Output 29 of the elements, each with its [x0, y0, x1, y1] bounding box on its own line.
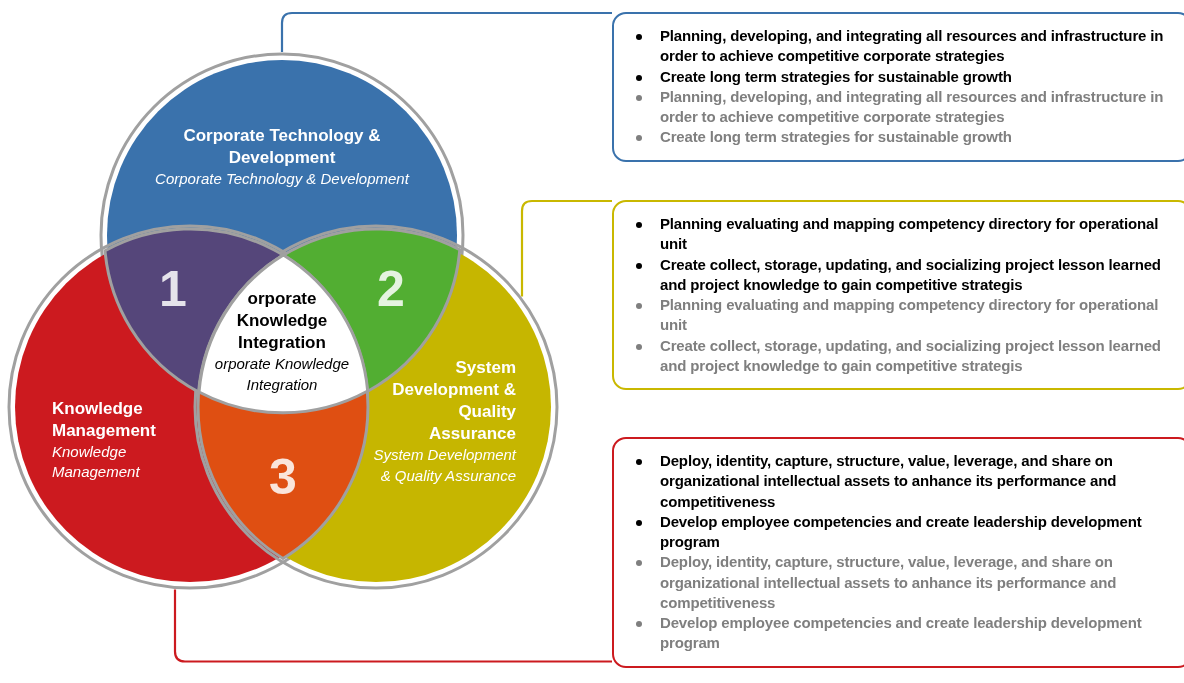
bullet-item: Create collect, storage, updating, and socializing project lesson learned and project knowledge to gain competitive strategis	[614, 254, 1180, 295]
region-title: Knowledge Management	[52, 398, 157, 443]
bullet-item: Develop employee competencies and create leadership development program	[614, 511, 1180, 553]
region-subtitle: Corporate Technology & Development	[154, 169, 411, 190]
bullet-item: Deploy, identity, capture, structure, value, leverage, and share on organizational intellectual assets to anhance its performance and competitiveness	[614, 451, 1180, 512]
bullet-item: Planning, developing, and integrating all resources and infrastructure in order to achieve competitive corporate strategies	[614, 86, 1180, 128]
region-title: Corporate Technology & Development	[182, 125, 382, 170]
region-number: 3	[268, 452, 298, 502]
connector-line	[520, 199, 612, 297]
region-number: 2	[376, 264, 406, 314]
region-subtitle: Knowledge Management	[52, 442, 141, 483]
bullet-item: Create long term strategies for sustainable growth	[614, 127, 1180, 148]
bullet-item: Deploy, identity, capture, structure, value, leverage, and share on organizational intellectual assets to anhance its performance and competitiveness	[614, 552, 1180, 613]
region-title: orporate Knowledge Integration	[235, 288, 329, 355]
region-subtitle: System Development & Quality Assurance	[372, 445, 516, 486]
connector-line	[173, 589, 612, 663]
bullet-item: Create collect, storage, updating, and socializing project lesson learned and project knowledge to gain competitive strategis	[614, 335, 1180, 376]
region-number: 1	[158, 264, 188, 314]
bullet-item: Planning evaluating and mapping competency directory for operational unit	[614, 295, 1180, 336]
bullet-item: Planning evaluating and mapping competency directory for operational unit	[614, 214, 1180, 255]
connector-line	[280, 11, 612, 52]
bullet-item: Create long term strategies for sustainable growth	[614, 66, 1180, 87]
callout-box	[612, 12, 1184, 162]
region-title: System Development & Quality Assurance	[391, 357, 516, 446]
bullet-item: Planning, developing, and integrating all resources and infrastructure in order to achieve competitive corporate strategies	[614, 26, 1180, 67]
bullet-item: Develop employee competencies and create leadership development program	[614, 613, 1180, 654]
region-subtitle: orporate Knowledge Integration	[213, 354, 351, 395]
callout-box	[612, 200, 1184, 390]
callout-box	[612, 437, 1184, 668]
